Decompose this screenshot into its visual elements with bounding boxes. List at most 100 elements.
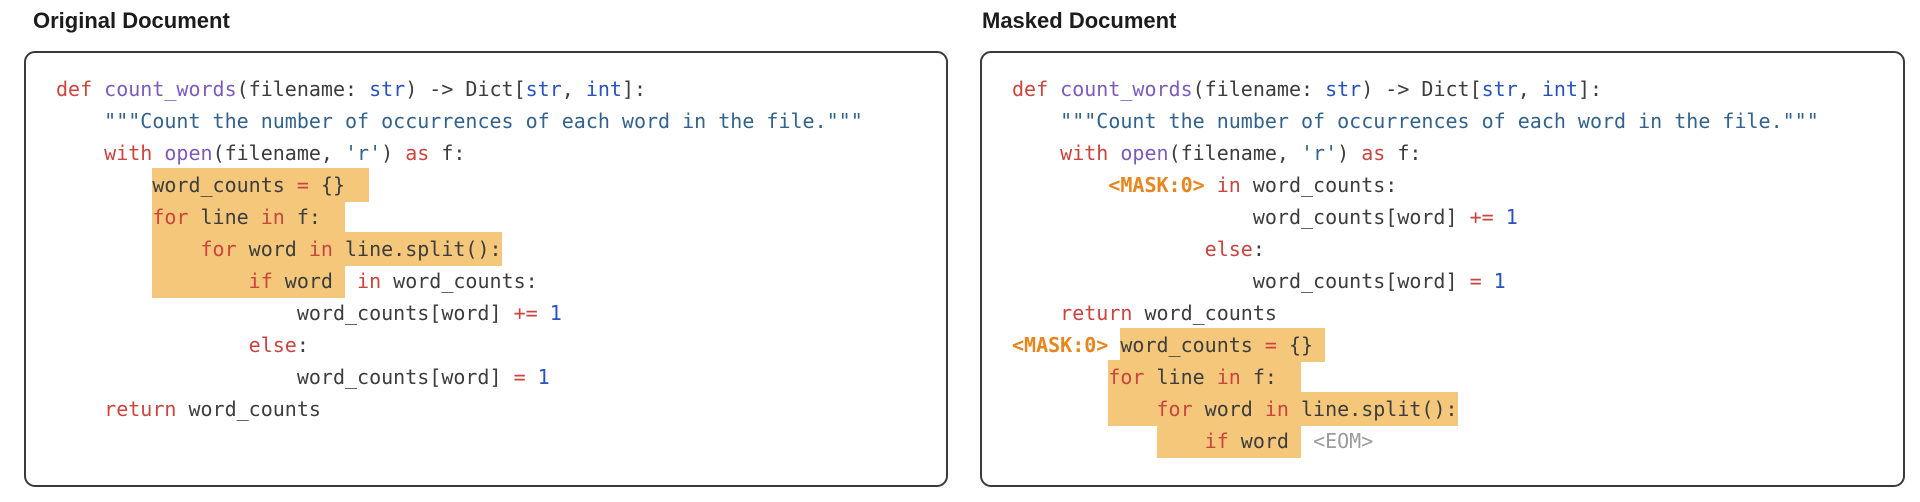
code-segment: 'r' — [1301, 141, 1338, 165]
code-line: word_counts[word] += 1 — [56, 297, 946, 329]
code-segment: for — [1156, 392, 1193, 426]
code-line: """Count the number of occurrences of ea… — [56, 105, 946, 137]
code-segment — [152, 264, 249, 298]
code-segment: ) — [1337, 141, 1362, 165]
code-segment: 1 — [549, 301, 562, 325]
code-segment: += — [513, 301, 538, 325]
code-line: if word in word_counts: — [56, 264, 946, 298]
code-segment: str — [1481, 77, 1518, 101]
code-segment: return — [1060, 301, 1133, 325]
code-line: for word in line.split(): — [56, 232, 946, 266]
code-segment: = — [513, 365, 526, 389]
code-segment — [1494, 205, 1506, 229]
mask-token: <MASK:0> — [1108, 173, 1205, 197]
code-line: def count_words(filename: str) -> Dict[s… — [56, 73, 946, 105]
code-segment: ) -> Dict[ — [405, 77, 526, 101]
code-line: word_counts = {} — [56, 168, 946, 202]
code-segment: line.split(): — [332, 232, 502, 266]
code-line: word_counts[word] = 1 — [1012, 265, 1903, 297]
code-segment: , — [561, 77, 586, 101]
code-segment — [1012, 141, 1060, 165]
code-segment: if — [248, 264, 273, 298]
masked-document-code: def count_words(filename: str) -> Dict[s… — [982, 53, 1903, 458]
code-segment — [56, 269, 152, 293]
code-segment — [1108, 392, 1157, 426]
code-line: if word <EOM> — [1012, 424, 1903, 458]
code-segment: return — [104, 397, 177, 421]
code-segment — [345, 269, 357, 293]
code-segment — [1301, 429, 1313, 453]
code-segment: word_counts: — [381, 269, 538, 293]
code-segment: if — [1204, 424, 1229, 458]
code-line: for line in f: — [1012, 360, 1903, 394]
code-segment: for — [200, 232, 237, 266]
code-segment: f: — [1385, 141, 1422, 165]
code-line: word_counts[word] = 1 — [56, 361, 946, 393]
code-segment: line — [188, 200, 261, 234]
code-segment: else — [248, 333, 297, 357]
code-segment: word_counts[word] — [1012, 269, 1470, 293]
code-segment: f: — [284, 200, 346, 234]
code-segment: = — [296, 168, 309, 202]
code-segment — [1012, 109, 1060, 133]
code-segment: int — [585, 77, 622, 101]
code-segment: for — [152, 200, 189, 234]
code-segment: int — [1541, 77, 1578, 101]
code-segment: {} — [1276, 328, 1326, 362]
code-line: for line in f: — [56, 200, 946, 234]
code-segment: str — [525, 77, 562, 101]
code-segment — [152, 232, 201, 266]
code-segment: in — [308, 232, 333, 266]
code-line: <MASK:0> in word_counts: — [1012, 169, 1903, 201]
code-segment: ]: — [1577, 77, 1603, 101]
code-segment: str — [369, 77, 406, 101]
code-segment: (filename, — [212, 141, 346, 165]
code-segment: line.split(): — [1288, 392, 1458, 426]
code-segment: word_counts: — [1240, 173, 1398, 197]
code-line: for word in line.split(): — [1012, 392, 1903, 426]
code-segment: in — [260, 200, 285, 234]
code-segment: open — [1120, 141, 1169, 165]
code-segment: : — [296, 333, 309, 357]
code-segment — [1156, 424, 1205, 458]
code-segment: in — [1264, 392, 1289, 426]
code-segment: = — [1264, 328, 1277, 362]
code-line: return word_counts — [1012, 297, 1903, 329]
code-line: <MASK:0> word_counts = {} — [1012, 328, 1903, 362]
code-segment — [56, 141, 104, 165]
code-segment — [56, 173, 152, 197]
code-segment: = — [1469, 269, 1482, 293]
code-line: return word_counts — [56, 393, 946, 425]
code-segment: word_counts[word] — [1012, 205, 1470, 229]
code-segment: {} — [308, 168, 370, 202]
code-segment: as — [1361, 141, 1386, 165]
code-segment: else — [1204, 237, 1253, 261]
code-segment — [152, 141, 164, 165]
code-segment — [1012, 365, 1108, 389]
code-segment: in — [1216, 173, 1241, 197]
original-document-title: Original Document — [33, 8, 230, 33]
code-segment: ]: — [621, 77, 647, 101]
code-segment: 'r' — [345, 141, 382, 165]
code-segment: word_counts[word] — [56, 365, 514, 389]
code-segment — [1012, 173, 1108, 197]
original-document-panel: def count_words(filename: str) -> Dict[s… — [24, 51, 948, 487]
code-segment: , — [1517, 77, 1542, 101]
code-line: else: — [1012, 233, 1903, 265]
code-segment: f: — [1240, 360, 1302, 394]
code-segment: ) -> Dict[ — [1361, 77, 1482, 101]
code-line: word_counts[word] += 1 — [1012, 201, 1903, 233]
code-segment: line — [1144, 360, 1217, 394]
code-segment: word — [236, 232, 309, 266]
code-segment: count_words — [1060, 77, 1193, 101]
code-segment: in — [357, 269, 382, 293]
code-segment — [56, 333, 249, 357]
code-segment: str — [1325, 77, 1362, 101]
code-segment — [1012, 397, 1108, 421]
code-segment: += — [1469, 205, 1494, 229]
masked-document-title: Masked Document — [982, 8, 1177, 33]
code-segment: 1 — [1505, 205, 1518, 229]
code-segment: in — [1216, 360, 1241, 394]
code-segment: : — [1252, 237, 1265, 261]
code-segment — [1482, 269, 1494, 293]
